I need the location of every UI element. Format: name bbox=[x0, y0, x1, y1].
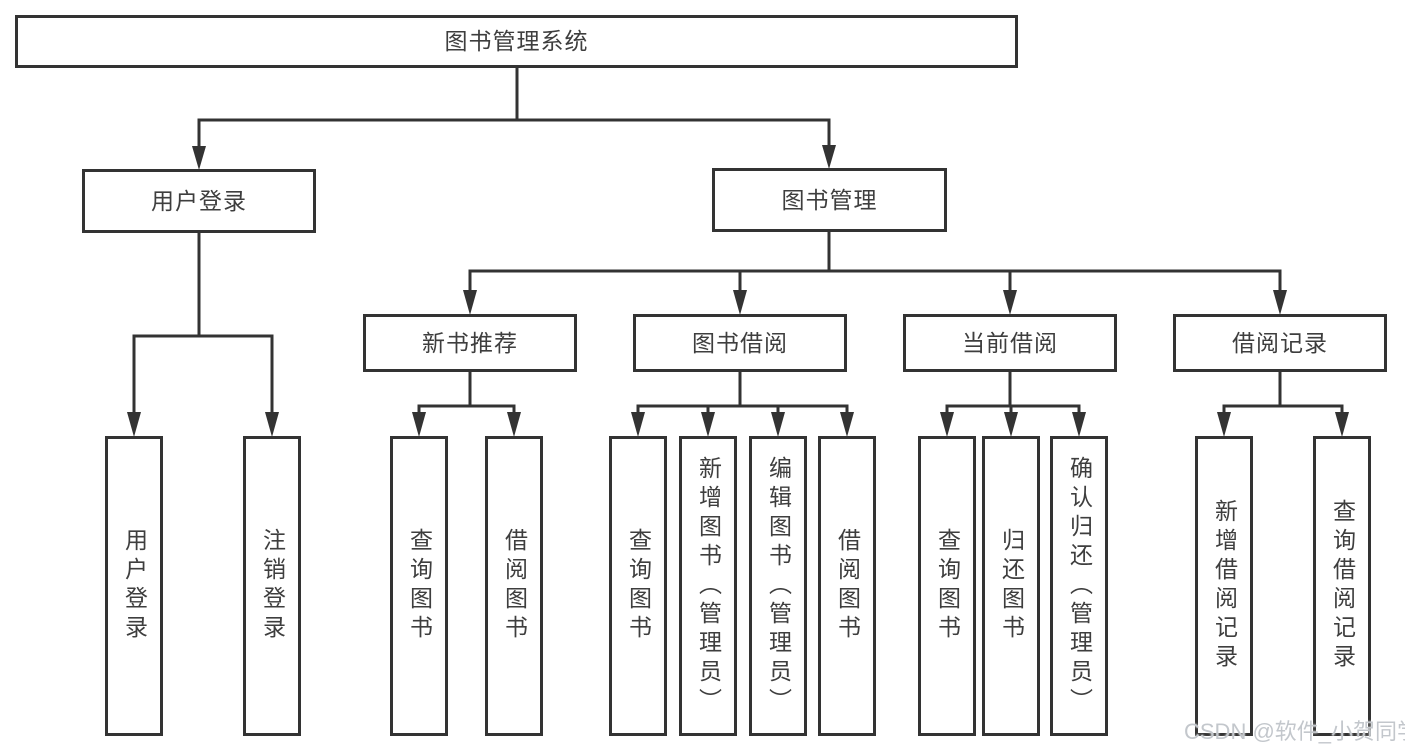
node-label: 用户登录 bbox=[121, 528, 148, 644]
node-book-management: 图书管理 bbox=[712, 168, 947, 232]
leaf-bb-edit-books-admin: 编辑图书（管理员） bbox=[749, 436, 807, 736]
node-label: 查询图书 bbox=[934, 528, 961, 644]
node-label: 查询图书 bbox=[625, 528, 652, 644]
node-label: 归还图书 bbox=[998, 528, 1025, 644]
node-label: 查询借阅记录 bbox=[1329, 499, 1356, 673]
leaf-bb-query-books: 查询图书 bbox=[609, 436, 667, 736]
node-borrow-records: 借阅记录 bbox=[1173, 314, 1387, 372]
leaf-bb-add-books-admin: 新增图书（管理员） bbox=[679, 436, 737, 736]
leaf-cb-return-books: 归还图书 bbox=[982, 436, 1040, 736]
node-label: 新增图书（管理员） bbox=[695, 455, 722, 717]
node-label: 查询图书 bbox=[406, 528, 433, 644]
node-label: 编辑图书（管理员） bbox=[765, 455, 792, 717]
node-label: 借阅图书 bbox=[834, 528, 861, 644]
node-label: 图书管理系统 bbox=[444, 28, 589, 54]
leaf-user-login: 用户登录 bbox=[105, 436, 163, 736]
leaf-bb-borrow-books: 借阅图书 bbox=[818, 436, 876, 736]
node-label: 注销登录 bbox=[259, 528, 286, 644]
leaf-nbr-borrow-books: 借阅图书 bbox=[485, 436, 543, 736]
leaf-logout-login: 注销登录 bbox=[243, 436, 301, 736]
leaf-cb-query-books: 查询图书 bbox=[918, 436, 976, 736]
node-library-management-system: 图书管理系统 bbox=[15, 15, 1018, 68]
node-current-borrow: 当前借阅 bbox=[903, 314, 1117, 372]
node-label: 新增借阅记录 bbox=[1211, 499, 1238, 673]
node-book-borrow: 图书借阅 bbox=[633, 314, 847, 372]
node-label: 新书推荐 bbox=[422, 329, 518, 356]
leaf-br-query-record: 查询借阅记录 bbox=[1313, 436, 1371, 736]
leaf-br-add-record: 新增借阅记录 bbox=[1195, 436, 1253, 736]
node-new-book-recommend: 新书推荐 bbox=[363, 314, 577, 372]
node-label: 当前借阅 bbox=[962, 329, 1058, 356]
node-label: 用户登录 bbox=[151, 187, 247, 214]
leaf-cb-confirm-return-admin: 确认归还（管理员） bbox=[1050, 436, 1108, 736]
node-label: 图书管理 bbox=[781, 186, 878, 213]
node-user-login: 用户登录 bbox=[82, 169, 316, 233]
node-label: 图书借阅 bbox=[692, 329, 788, 356]
node-label: 借阅图书 bbox=[501, 528, 528, 644]
node-label: 借阅记录 bbox=[1232, 329, 1328, 356]
node-label: 确认归还（管理员） bbox=[1066, 455, 1093, 717]
leaf-nbr-query-books: 查询图书 bbox=[390, 436, 448, 736]
csdn-watermark: CSDN @软件_小贺同学 bbox=[1184, 719, 1405, 744]
